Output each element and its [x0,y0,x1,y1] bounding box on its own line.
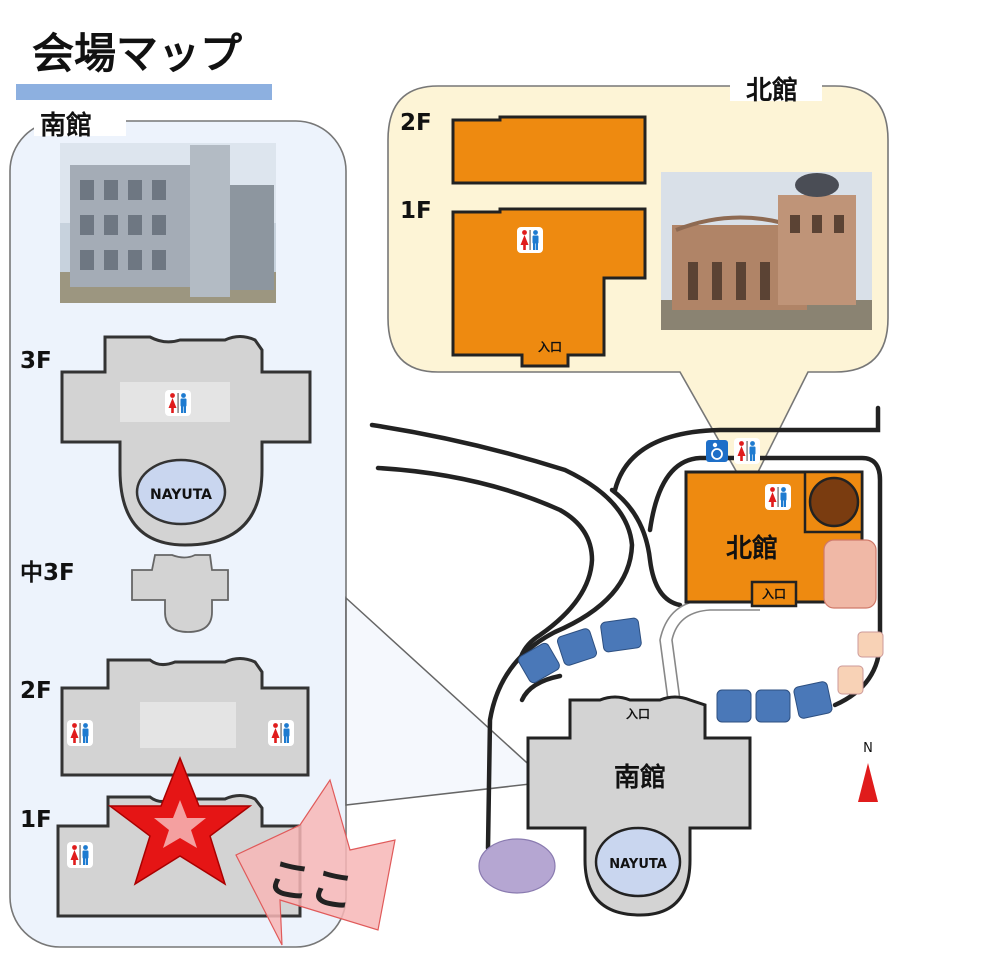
north-building-entrance: 入口 [762,587,786,601]
current-location-star-icon [107,755,253,886]
north-floor-1f-label: 1F [400,198,432,224]
parking-spaces [518,617,833,723]
south-floor-3f-label: 3F [20,348,52,374]
north-floor-2f-plan [451,115,647,185]
south-nayuta-label: NAYUTA [609,857,667,872]
south-floor-m3f-label: 中3F [20,560,75,586]
north-panel: 北館 2F 1F 入口 [387,73,889,494]
north-1f-restroom-icon [517,227,543,253]
north-site-restroom-icon [765,484,791,510]
south-callout-connector [345,596,550,806]
page-title: 会場マップ [32,29,242,78]
south-building-label: 南館 [614,762,666,793]
south-1f-restroom-icon [67,842,93,868]
north-floor-2f-label: 2F [400,110,432,136]
south-3f-restroom-icon [165,390,191,416]
south-2f-restroom-left-icon [67,720,93,746]
south-3f-nayuta-room [135,458,227,526]
plaza-area [478,838,556,894]
here-arrow-icon: ここ [235,778,396,946]
accessible-restroom-icon [706,438,760,464]
south-building-entrance: 入口 [626,707,650,721]
road-upper-west [369,422,635,851]
south-nayuta-room [594,826,682,898]
north-building-label: 北館 [726,533,778,564]
south-panel: 南館 3F NAYUTA 中3F [9,108,396,948]
road-north-loop-outer [612,405,881,493]
road-lower-west [375,465,595,663]
south-building-photo [60,143,276,303]
walkway [671,609,760,701]
compass-north-arrow-icon [858,763,878,802]
north-dome-icon [808,476,860,528]
road-south-loop [609,487,683,608]
south-floor-1f-label: 1F [20,807,52,833]
south-panel-label: 南館 [40,110,92,141]
walkway-inner [659,599,758,701]
south-floor-m3f-plan [131,554,229,633]
south-floor-2f-label: 2F [20,678,52,704]
south-building-shape [526,695,752,917]
compass-label: N [863,741,873,756]
north-side-lot [823,539,877,609]
south-3f-nayuta-label: NAYUTA [150,487,212,503]
road-west-curve [519,673,563,703]
site-map: 北館 入口 入口 南館 NAYUTA N [369,405,884,917]
road-north-loop-inner [647,455,883,708]
north-floor-1f-plan [451,207,647,368]
north-building-photo [661,172,872,330]
north-1f-entrance-label: 入口 [538,340,562,354]
south-2f-restroom-right-icon [268,720,294,746]
title-underline [16,84,272,100]
north-panel-label: 北館 [746,75,798,106]
